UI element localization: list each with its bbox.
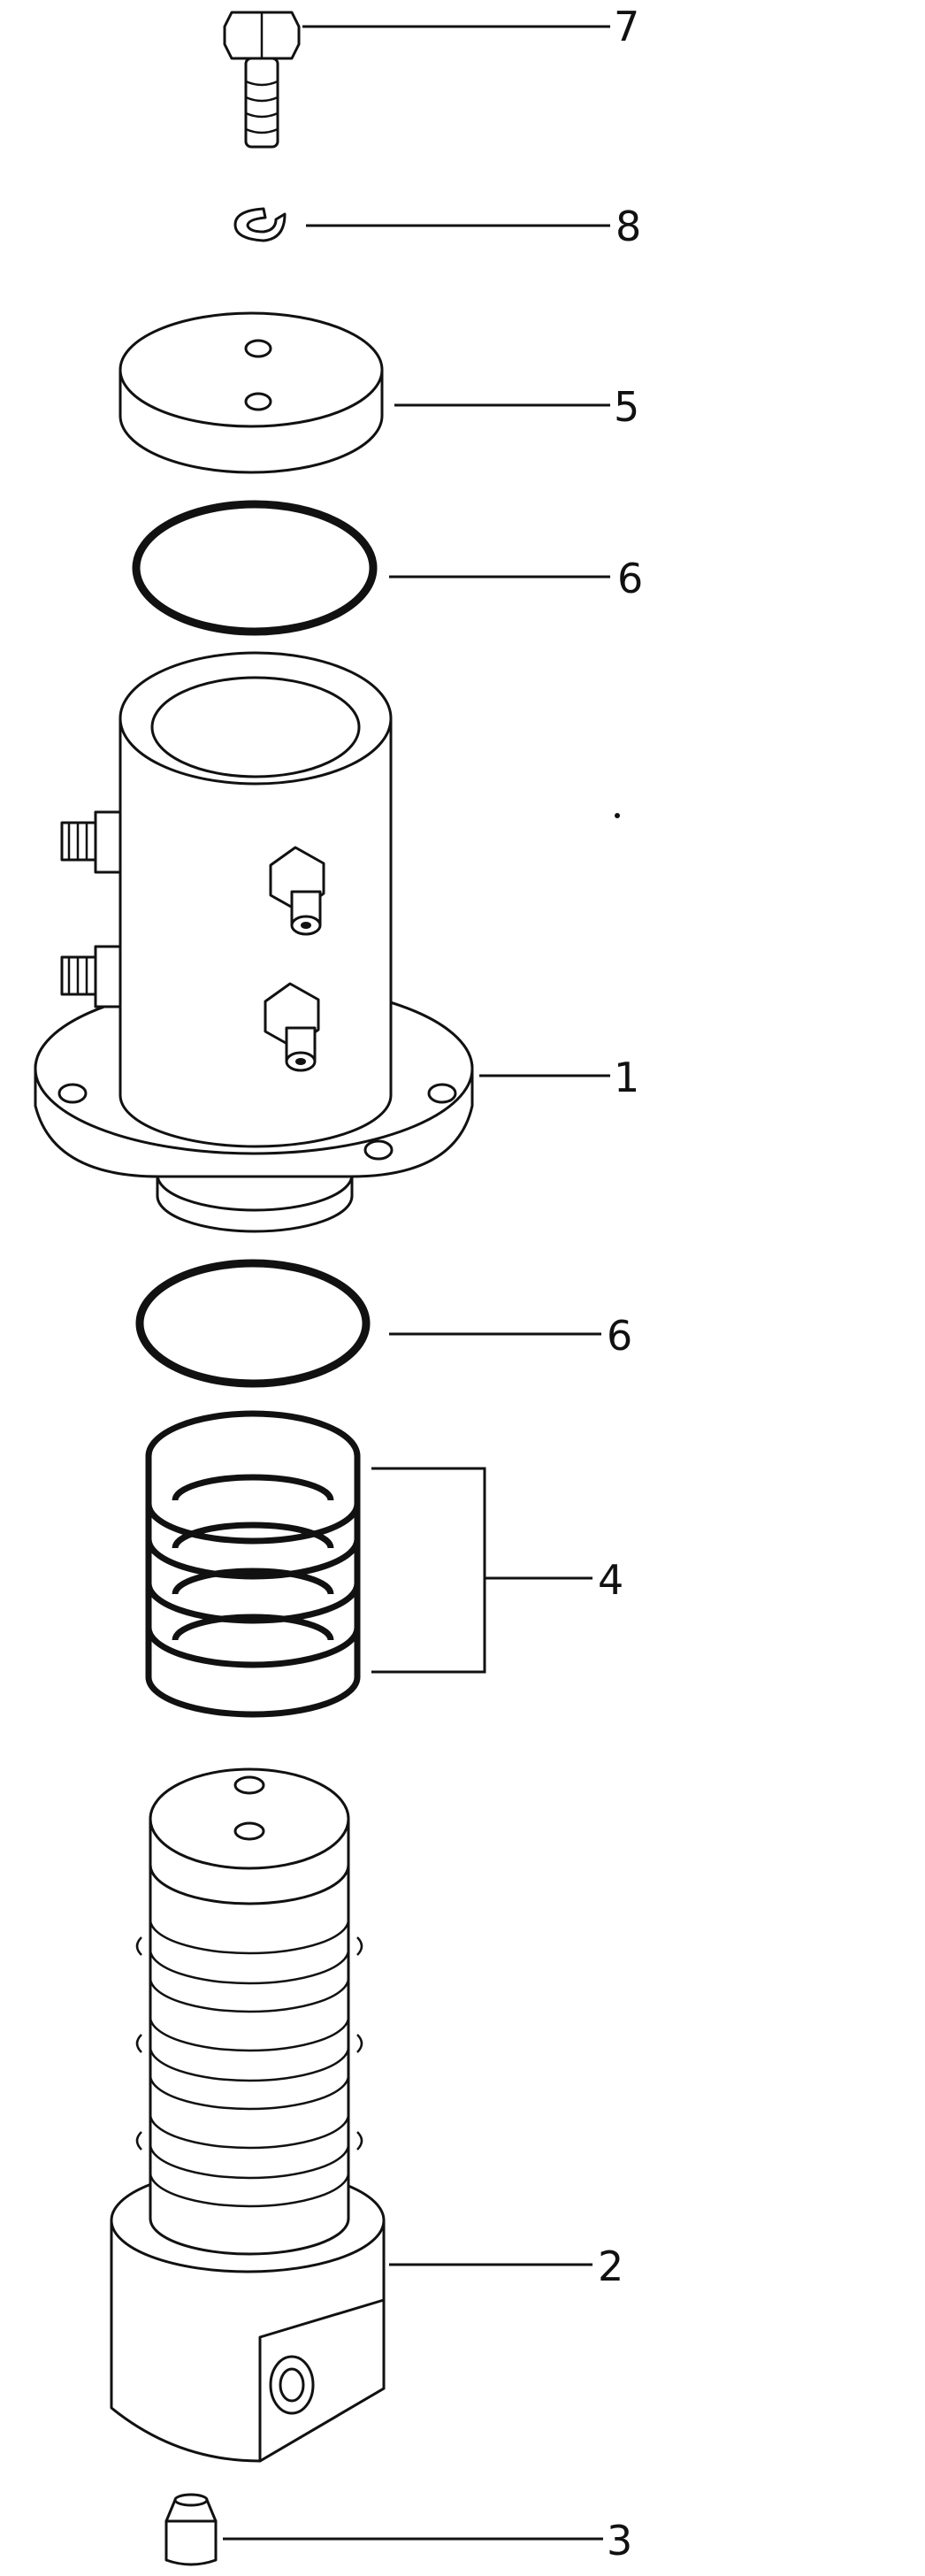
callout-2: 2 bbox=[598, 2242, 623, 2290]
callout-8: 8 bbox=[615, 203, 641, 250]
part-5-cover-plate bbox=[118, 311, 384, 474]
part-8-snap-ring bbox=[233, 207, 287, 242]
scan-speck bbox=[615, 813, 620, 818]
part-3-plug bbox=[164, 2493, 218, 2566]
leader-4-bracket bbox=[371, 1467, 592, 1674]
part-7-bolt bbox=[223, 11, 301, 149]
callout-5: 5 bbox=[614, 383, 639, 431]
leader-lines bbox=[223, 25, 610, 2541]
part-2-spool-shaft bbox=[110, 1767, 386, 2463]
callout-3: 3 bbox=[607, 2517, 632, 2564]
part-6-o-ring-top bbox=[132, 500, 378, 636]
callout-6-bottom: 6 bbox=[607, 1312, 632, 1360]
part-4-seal-rings bbox=[145, 1410, 361, 1718]
callout-numbers: 7 8 5 6 1 6 4 2 3 bbox=[598, 3, 643, 2564]
callout-4: 4 bbox=[598, 1556, 623, 1604]
callout-7: 7 bbox=[614, 3, 639, 50]
callout-6-top: 6 bbox=[617, 555, 643, 602]
part-6-o-ring-bottom bbox=[135, 1259, 371, 1388]
part-1-housing bbox=[34, 651, 474, 1233]
callout-1: 1 bbox=[614, 1054, 639, 1101]
